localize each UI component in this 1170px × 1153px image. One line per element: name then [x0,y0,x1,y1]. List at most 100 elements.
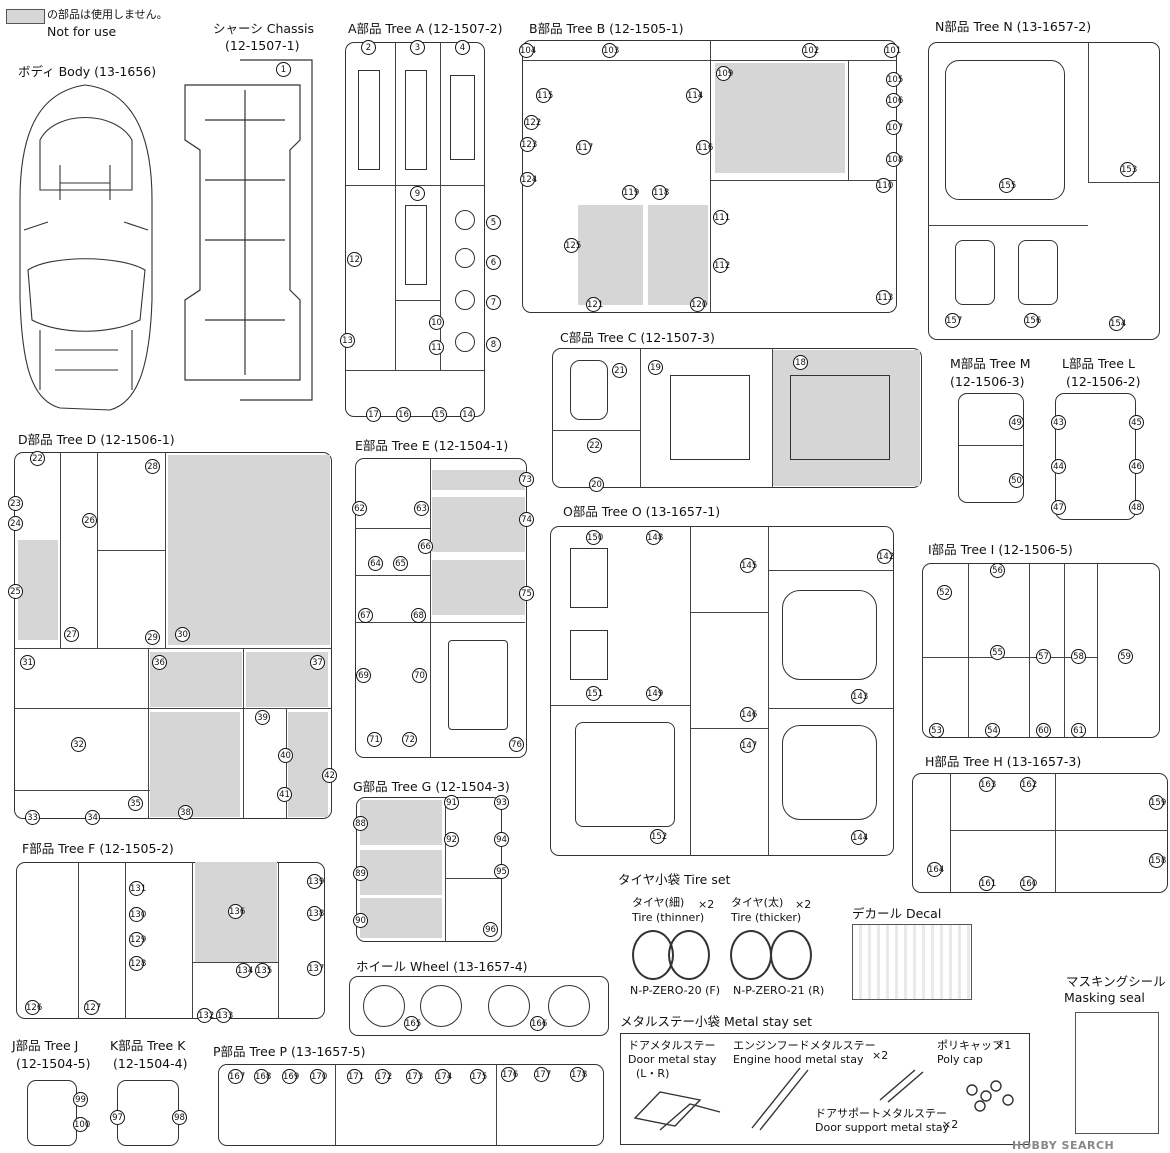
part-number-103: 103 [602,43,619,58]
part-number-149: 149 [646,686,663,701]
part-number-41: 41 [277,787,292,802]
part-number-173: 173 [406,1069,423,1084]
part-number-125: 125 [564,238,581,253]
part-number-47: 47 [1051,500,1066,515]
part-number-76: 76 [509,737,524,752]
wheel-drawing-4 [548,985,590,1027]
part-number-139: 139 [307,874,324,889]
part-number-89: 89 [353,866,368,881]
part-number-127: 127 [84,1000,101,1015]
watermark-text: HOBBY SEARCH [1012,1139,1115,1152]
poly-cap-jp: ポリキャップ [937,1039,1003,1052]
part-number-143: 143 [851,689,868,704]
part-number-129: 129 [129,932,146,947]
part-number-70: 70 [412,668,427,683]
part-number-53: 53 [929,723,944,738]
part-number-3: 3 [410,40,425,55]
unused-part-18 [772,350,920,486]
part-number-14: 14 [460,407,475,422]
part-number-167: 167 [228,1069,245,1084]
part-number-48: 48 [1129,500,1144,515]
metal-title: メタルステー小袋 Metal stay set [620,1014,813,1029]
part-number-37: 37 [310,655,325,670]
unused-part-30 [168,455,330,645]
part-number-164: 164 [927,862,944,877]
support-stay-en: Door support metal stay [815,1121,950,1134]
part-number-6: 6 [486,255,501,270]
tire-title: タイヤ小袋 Tire set [618,872,731,887]
part-number-16: 16 [396,407,411,422]
part-number-30: 30 [175,627,190,642]
hobby-search-logo: HOBBY SEARCH [1012,1134,1168,1152]
tree-k-code: (12-1504-4) [113,1056,188,1071]
tree-n-title: N部品 Tree N (13-1657-2) [935,19,1092,34]
body-title: ボディ Body (13-1656) [18,64,157,79]
part-number-148: 148 [646,530,663,545]
part-number-15: 15 [432,407,447,422]
part-number-38: 38 [178,805,193,820]
part-number-61: 61 [1071,723,1086,738]
part-number-49: 49 [1009,415,1024,430]
tree-c-title: C部品 Tree C (12-1507-3) [560,330,715,345]
part-number-155: 155 [999,178,1016,193]
part-number-19: 19 [648,360,663,375]
unused-part-109 [715,63,845,173]
part-number-150: 150 [586,530,603,545]
part-number-118: 118 [652,185,669,200]
part-number-91: 91 [444,795,459,810]
part-number-123: 123 [520,137,537,152]
hood-stay-qty: ×2 [872,1049,889,1062]
part-number-105: 105 [886,72,903,87]
part-number-18: 18 [793,355,808,370]
part-number-162: 162 [1020,777,1037,792]
hood-stay-jp: エンジンフードメタルステー [733,1039,876,1052]
part-number-29: 29 [145,630,160,645]
tree-e-title: E部品 Tree E (12-1504-1) [355,438,509,453]
tire-thick-qty: ×2 [795,898,812,911]
part-number-170: 170 [310,1069,327,1084]
part-number-144: 144 [851,830,868,845]
part-number-108: 108 [886,152,903,167]
part-number-50: 50 [1009,473,1024,488]
part-number-131: 131 [129,881,146,896]
part-number-7: 7 [486,295,501,310]
unused-legend-swatch [6,9,45,24]
unused-part-25 [18,540,58,640]
part-number-146: 146 [740,707,757,722]
tree-k-frame [117,1080,179,1146]
part-number-72: 72 [402,732,417,747]
door-stay-jp: ドアメタルステー [628,1039,716,1052]
tire-thick-en: Tire (thicker) [731,911,802,924]
part-number-135: 135 [255,963,272,978]
part-number-71: 71 [367,732,382,747]
legend-en: Not for use [47,24,117,39]
part-number-166: 166 [530,1016,547,1031]
part-number-106: 106 [886,93,903,108]
part-number-59: 59 [1118,649,1133,664]
tree-j-frame [27,1080,77,1146]
wheel-drawing-2 [420,985,462,1027]
tree-n-frame [928,42,1160,340]
part-number-161: 161 [979,876,996,891]
part-number-8: 8 [486,337,501,352]
tree-h-title: H部品 Tree H (13-1657-3) [925,754,1082,769]
masking-title-en: Masking seal [1064,990,1145,1005]
part-number-31: 31 [20,655,35,670]
part-number-124: 124 [520,172,537,187]
part-number-121: 121 [586,297,603,312]
part-number-66: 66 [418,539,433,554]
part-number-24: 24 [8,516,23,531]
part-number-107: 107 [886,120,903,135]
part-number-27: 27 [64,627,79,642]
part-number-62: 62 [352,501,367,516]
part-number-74: 74 [519,512,534,527]
part-number-98: 98 [172,1110,187,1125]
tree-k-title: K部品 Tree K [110,1038,186,1053]
part-number-69: 69 [356,668,371,683]
part-number-137: 137 [307,961,324,976]
tree-p-title: P部品 Tree P (13-1657-5) [213,1044,366,1059]
unused-part-88 [360,800,442,845]
part-number-99: 99 [73,1092,88,1107]
unused-part-121 [648,205,708,305]
part-number-130: 130 [129,907,146,922]
